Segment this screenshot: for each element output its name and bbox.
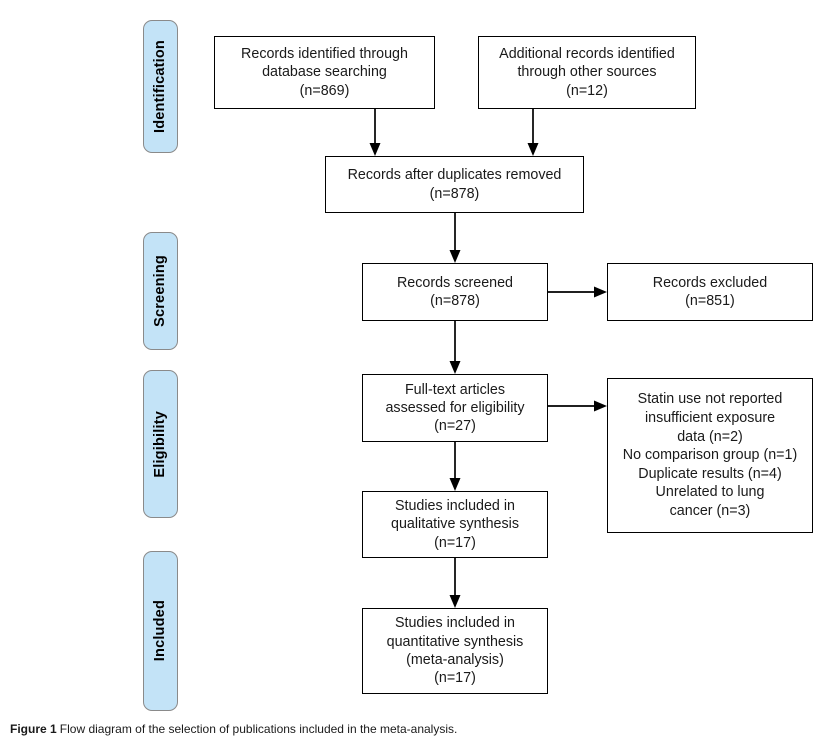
box-records-after-duplicates-removed: Records after duplicates removed (n=878) xyxy=(325,156,584,213)
box-records-identified-database: Records identified through database sear… xyxy=(214,36,435,109)
arrow-database-to-duplicates xyxy=(369,109,381,156)
stage-tab-eligibility-label: Eligibility xyxy=(152,410,169,478)
box-records-screened-text: Records screened (n=878) xyxy=(396,274,514,309)
stage-tab-identification-label: Identification xyxy=(152,39,169,134)
stage-tab-eligibility: Eligibility xyxy=(143,370,178,518)
arrow-screened-to-excluded xyxy=(548,286,607,298)
arrow-duplicates-to-screened xyxy=(449,213,461,263)
stage-tab-included-label: Included xyxy=(152,600,169,662)
stage-tab-screening-label: Screening xyxy=(152,255,169,327)
figure-caption-label: Figure 1 xyxy=(10,722,57,736)
box-records-identified-database-text: Records identified through database sear… xyxy=(241,46,408,99)
box-qualitative-synthesis-text: Studies included in qualitative synthesi… xyxy=(391,498,519,551)
stage-tab-included: Included xyxy=(143,551,178,711)
box-quantitative-synthesis-text: Studies included in quantitative synthes… xyxy=(386,615,524,687)
box-fulltext-assessed-eligibility: Full-text articles assessed for eligibil… xyxy=(362,374,548,442)
box-fulltext-assessed-eligibility-text: Full-text articles assessed for eligibil… xyxy=(385,381,525,435)
box-records-excluded: Records excluded (n=851) xyxy=(607,263,813,321)
arrow-screened-to-fulltext xyxy=(449,321,461,374)
arrow-fulltext-to-qualitative xyxy=(449,442,461,491)
arrow-qualitative-to-quantitative xyxy=(449,558,461,608)
box-fulltext-excluded-reasons: Statin use not reported insufficient exp… xyxy=(607,378,813,533)
box-records-after-duplicates-removed-text: Records after duplicates removed (n=878) xyxy=(347,167,562,202)
box-additional-records-other-sources-text: Additional records identified through ot… xyxy=(499,46,675,99)
box-fulltext-excluded-reasons-text: Statin use not reported insufficient exp… xyxy=(622,391,798,519)
arrow-fulltext-to-reasons xyxy=(548,400,607,412)
figure-caption: Figure 1 Flow diagram of the selection o… xyxy=(10,722,810,737)
box-records-screened: Records screened (n=878) xyxy=(362,263,548,321)
box-qualitative-synthesis: Studies included in qualitative synthesi… xyxy=(362,491,548,558)
figure-caption-text: Flow diagram of the selection of publica… xyxy=(59,722,458,736)
box-quantitative-synthesis: Studies included in quantitative synthes… xyxy=(362,608,548,694)
box-records-excluded-text: Records excluded (n=851) xyxy=(652,274,768,309)
box-additional-records-other-sources: Additional records identified through ot… xyxy=(478,36,696,109)
stage-tab-identification: Identification xyxy=(143,20,178,153)
stage-tab-screening: Screening xyxy=(143,232,178,350)
arrow-other-to-duplicates xyxy=(527,109,539,156)
